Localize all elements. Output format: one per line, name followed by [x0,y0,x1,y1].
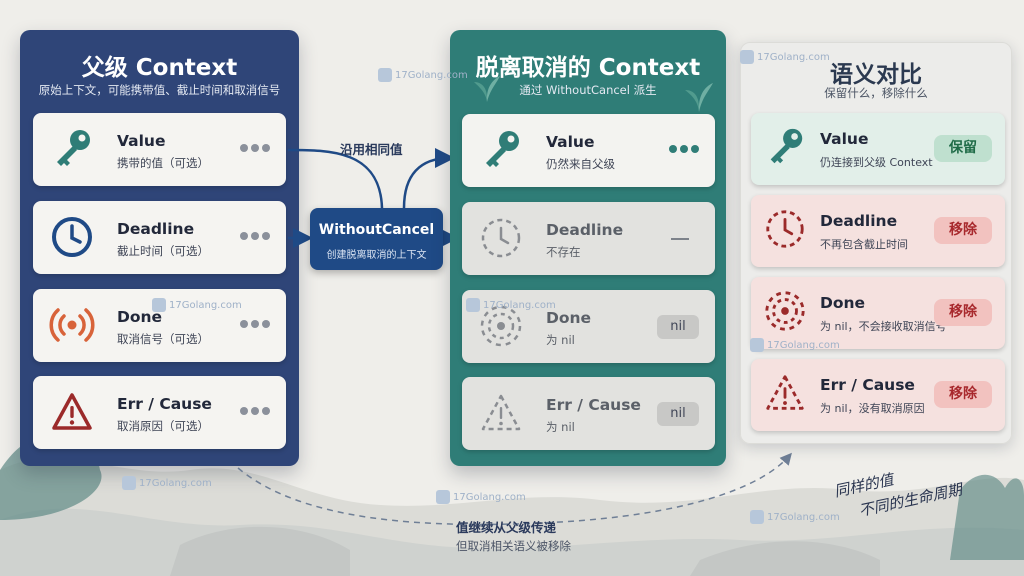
warning-icon [481,394,521,431]
detached-card-done: Done 为 nil nil [462,290,715,363]
parent-panel-subtitle: 原始上下文，可能携带值、截止时间和取消信号 [38,83,281,97]
card-subtitle: 不再包含截止时间 [820,238,908,251]
detached-panel-title: 脱离取消的 Context [475,55,701,81]
watermark-logo-icon [750,510,764,524]
remove-badge: 移除 [934,217,992,244]
warning-icon [766,375,804,410]
card-title: Err / Cause [546,396,641,414]
warning-icon [52,393,92,430]
watermark: 17Golang.com [436,490,526,504]
without-cancel-box: WithoutCancel 创建脱离取消的上下文 [310,208,443,270]
watermark: 17Golang.com [750,338,840,352]
compare-panel-title: 语义对比 [830,62,922,88]
more-icon[interactable] [240,144,270,154]
signal-icon [480,305,522,347]
watermark-logo-icon [122,476,136,490]
parent-card-deadline: Deadline 截止时间（可选） [33,201,286,274]
card-subtitle: 取消原因（可选） [117,419,209,433]
card-subtitle: 为 nil，没有取消原因 [820,402,925,415]
watermark-logo-icon [740,50,754,64]
key-icon [57,130,90,166]
key-icon [770,128,803,164]
compare-card-err-cause: Err / Cause 为 nil，没有取消原因 移除 [751,359,1005,431]
detached-panel-subtitle: 通过 WithoutCancel 派生 [519,83,657,97]
watermark: 17Golang.com [750,510,840,524]
leaf-decoration [474,76,500,102]
watermark-logo-icon [466,298,480,312]
more-icon[interactable] [240,232,270,242]
nil-badge: nil [657,315,699,339]
card-subtitle: 为 nil [546,420,575,434]
card-title: Value [117,132,166,150]
parent-card-value: Value 携带的值（可选） [33,113,286,186]
watermark: 17Golang.com [122,476,212,490]
card-subtitle: 仍连接到父级 Context [820,156,933,169]
keep-badge: 保留 [934,135,992,162]
clock-icon [481,218,521,258]
parent-card-err-cause: Err / Cause 取消原因（可选） [33,376,286,449]
card-title: Deadline [546,221,624,239]
leaf-decoration [685,83,713,112]
parent-panel-title: 父级 Context [81,55,238,81]
watermark: 17Golang.com [740,50,830,64]
card-subtitle: 不存在 [546,245,581,259]
reuse-values-label: 沿用相同值 [340,142,403,157]
nil-badge: nil [657,402,699,426]
remove-badge: 移除 [934,381,992,408]
signal-icon [49,308,95,342]
card-title: Err / Cause [820,376,915,394]
watermark-logo-icon [436,490,450,504]
card-title: Done [117,308,163,326]
card-title: Deadline [117,220,195,238]
compare-card-deadline: Deadline 不再包含截止时间 移除 [751,195,1005,267]
watermark: 17Golang.com [152,298,242,312]
card-title: Done [820,294,866,312]
card-subtitle: 携带的值（可选） [117,156,209,170]
detached-card-value: Value 仍然来自父级 [462,114,715,187]
card-title: Err / Cause [117,395,212,413]
without-cancel-title: WithoutCancel [318,222,435,238]
detached-card-err-cause: Err / Cause 为 nil nil [462,377,715,450]
card-subtitle: 为 nil，不会接收取消信号 [820,320,947,333]
clock-icon [52,217,92,257]
more-icon[interactable] [240,407,270,417]
key-icon [486,131,519,167]
watermark: 17Golang.com [378,68,468,82]
watermark-logo-icon [750,338,764,352]
semantic-compare-panel: 语义对比 保留什么，移除什么 Value 仍连接到父级 Context 保留 D… [740,42,1012,444]
none-dash [671,238,689,240]
without-cancel-subtitle: 创建脱离取消的上下文 [326,250,427,261]
compare-panel-subtitle: 保留什么，移除什么 [824,86,928,100]
more-icon[interactable] [669,145,699,155]
compare-card-value: Value 仍连接到父级 Context 保留 [751,113,1005,185]
detached-context-panel: 脱离取消的 Context 通过 WithoutCancel 派生 Value … [450,30,726,466]
card-subtitle: 仍然来自父级 [546,157,615,171]
watermark-logo-icon [152,298,166,312]
signal-icon [765,291,805,331]
card-subtitle: 截止时间（可选） [117,244,209,258]
card-title: Value [820,130,869,148]
remove-badge: 移除 [934,299,992,326]
detached-card-deadline: Deadline 不存在 [462,202,715,275]
card-title: Value [546,133,595,151]
parent-context-panel: 父级 Context 原始上下文，可能携带值、截止时间和取消信号 Value 携… [20,30,299,466]
watermark: 17Golang.com [466,298,556,312]
card-title: Done [546,309,592,327]
card-subtitle: 为 nil [546,333,575,347]
watermark-logo-icon [378,68,392,82]
inherit-caption-sub: 但取消相关语义被移除 [456,539,571,553]
card-subtitle: 取消信号（可选） [117,332,209,346]
clock-icon [766,210,804,248]
compare-card-done: Done 为 nil，不会接收取消信号 移除 [751,277,1005,349]
inherit-caption-main: 值继续从父级传递 [456,520,557,535]
more-icon[interactable] [240,320,270,330]
card-title: Deadline [820,212,898,230]
